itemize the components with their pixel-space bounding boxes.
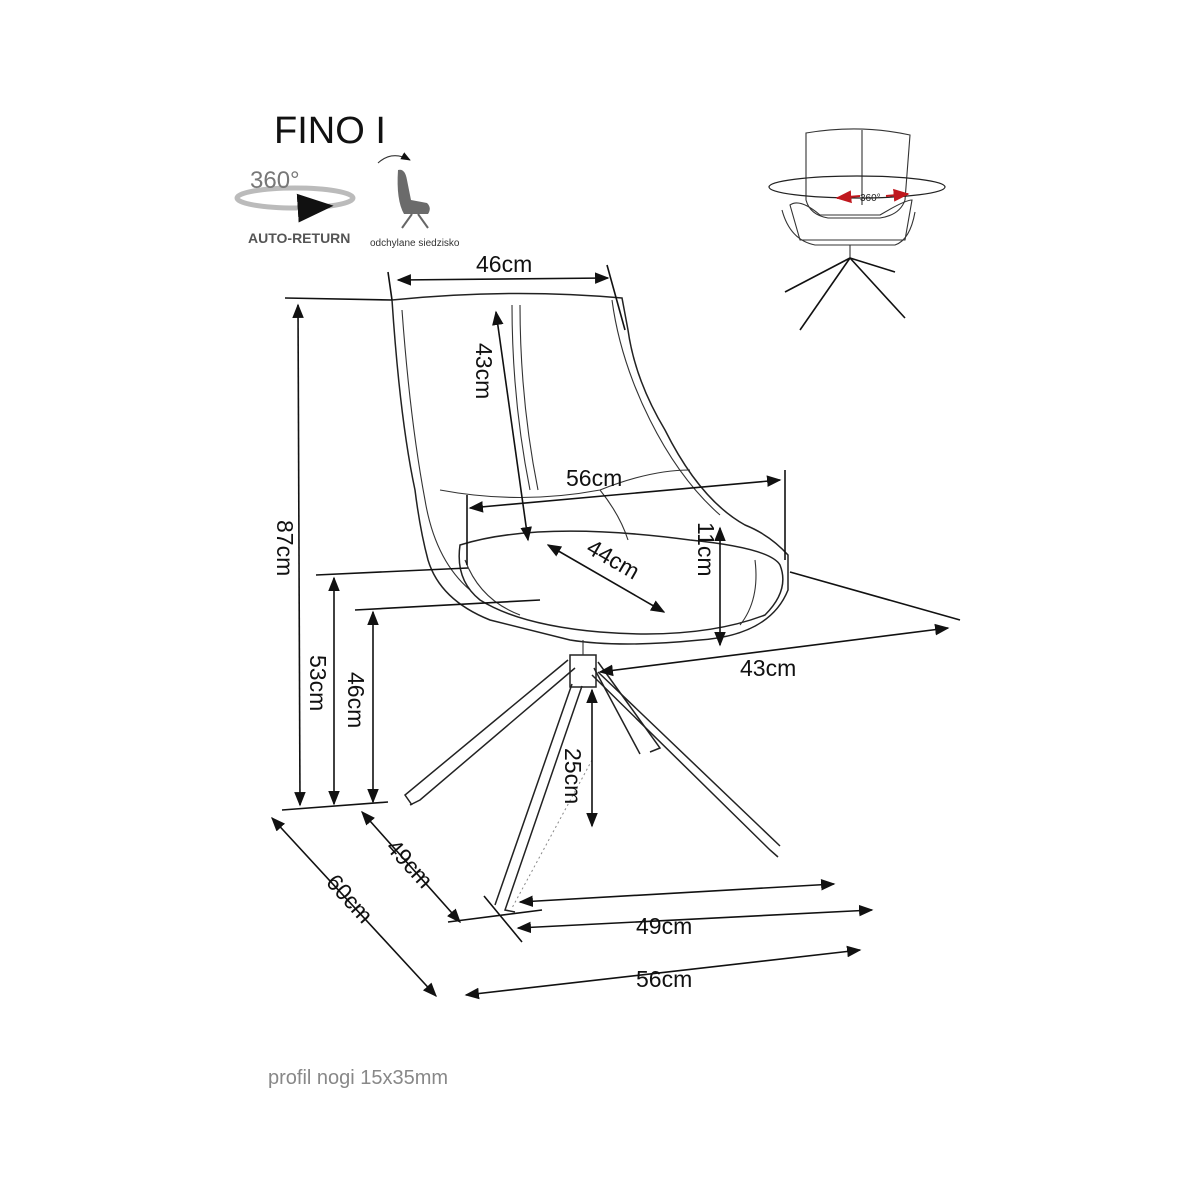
total-depth-label: 60cm — [321, 869, 378, 928]
base-width-label: 49cm — [636, 913, 692, 939]
dim-leg-height: 25cm — [560, 688, 598, 828]
armrest-floor-label: 53cm — [305, 655, 331, 711]
recline-seat-icon: odchylane siedzisko — [370, 152, 460, 249]
dim-total-width: 56cm — [464, 945, 862, 1000]
dim-seat-width: 56cm — [466, 465, 786, 565]
dim-side-depth: 43cm — [598, 571, 961, 681]
swivel-360-label: 360° — [860, 193, 881, 204]
base-depth-label: 49cm — [381, 834, 438, 893]
leg-profile-note: profil nogi 15x35mm — [268, 1067, 448, 1089]
dim-backrest-width: 46cm — [387, 251, 626, 331]
dim-seat-height: 46cm — [281, 599, 541, 811]
seat-width-label: 56cm — [566, 465, 622, 491]
backrest-width-label: 46cm — [476, 251, 532, 277]
dim-base-width: 49cm — [483, 878, 874, 943]
rotation-360-label: 360° — [250, 167, 300, 194]
side-depth-label: 43cm — [740, 655, 796, 681]
total-height-label: 87cm — [272, 520, 298, 576]
dim-armrest-floor: 53cm — [305, 567, 469, 806]
seat-depth-label: 44cm — [583, 534, 645, 585]
dim-seat-depth: 44cm — [546, 534, 666, 613]
seat-height-label: 46cm — [343, 672, 369, 728]
armrest-height-label: 11cm — [693, 522, 719, 577]
swivel-preview-chair: 360° — [768, 128, 946, 331]
total-width-label: 56cm — [636, 966, 692, 992]
product-title: FINO I — [274, 110, 386, 152]
auto-return-rotation-icon: 360° AUTO-RETURN — [234, 167, 356, 246]
backrest-height-label: 43cm — [471, 343, 497, 399]
leg-height-label: 25cm — [560, 748, 586, 804]
dim-armrest-height: 11cm — [693, 522, 726, 647]
recline-label: odchylane siedzisko — [370, 238, 460, 249]
auto-return-label: AUTO-RETURN — [248, 230, 350, 246]
chair-outline — [391, 292, 789, 913]
dim-base-depth: 49cm — [361, 810, 543, 924]
dim-total-height: 87cm — [272, 297, 393, 807]
